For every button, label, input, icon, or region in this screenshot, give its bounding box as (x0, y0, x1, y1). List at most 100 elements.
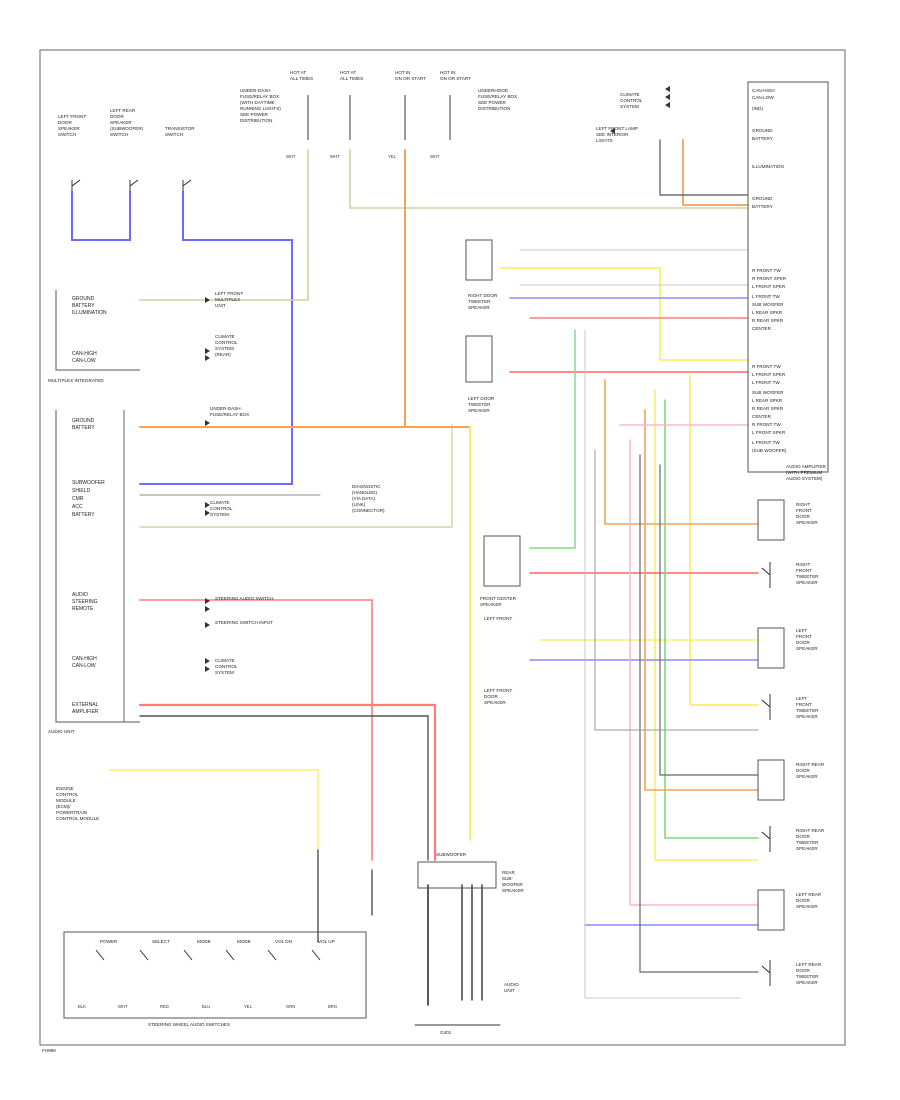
svg-text:BLU: BLU (202, 1004, 210, 1009)
wire-dark-left-rear (594, 449, 759, 731)
svg-text:DOOR: DOOR (796, 514, 810, 519)
svg-text:TWEETER: TWEETER (796, 574, 819, 579)
svg-text:SPEAKER: SPEAKER (796, 714, 818, 719)
svg-text:EXTERNAL: EXTERNAL (72, 702, 99, 708)
svg-text:LEFT: LEFT (796, 628, 807, 633)
svg-text:HOT AT: HOT AT (290, 70, 306, 75)
svg-text:HOT AT: HOT AT (340, 70, 356, 75)
steering-switch-block (63, 931, 367, 1019)
svg-text:WOOFER: WOOFER (502, 882, 523, 887)
svg-text:AUDIO: AUDIO (504, 982, 519, 987)
svg-text:SWITCH: SWITCH (58, 132, 76, 137)
left-door-speaker (465, 335, 493, 383)
svg-text:L REAR SPKR: L REAR SPKR (752, 398, 783, 403)
tweeter-symbol-rr (761, 826, 771, 852)
svg-text:L FRONT SPKR: L FRONT SPKR (752, 372, 786, 377)
svg-text:CLIMATE: CLIMATE (215, 658, 235, 663)
wire-yellow-rl (689, 374, 759, 706)
wire-yellow-top-right (499, 267, 749, 361)
svg-text:STEERING SWITCH INPUT: STEERING SWITCH INPUT (215, 620, 273, 625)
svg-text:RIGHT DOOR: RIGHT DOOR (468, 293, 498, 298)
right-speakers: RIGHT FRONT DOOR SPEAKER RIGHT FRONT TWE… (757, 499, 825, 986)
svg-text:CAN-LOW: CAN-LOW (72, 358, 96, 364)
svg-text:CONTROL: CONTROL (215, 340, 238, 345)
multiplex-unit: GROUND BATTERY ILLUMINATION CAN-HIGH CAN… (48, 290, 243, 383)
wire-dark-main-audio (139, 715, 429, 861)
svg-text:L FRONT TW: L FRONT TW (752, 440, 780, 445)
svg-text:STEERING: STEERING (72, 599, 98, 605)
svg-text:CONTROL: CONTROL (56, 792, 79, 797)
svg-text:POWERTRAIN: POWERTRAIN (56, 810, 87, 815)
svg-text:MULTIPLEX: MULTIPLEX (215, 297, 240, 302)
svg-text:CENTER: CENTER (752, 326, 772, 331)
svg-text:SPEAKER: SPEAKER (796, 520, 818, 525)
svg-text:LEFT FRONT LAMP: LEFT FRONT LAMP (596, 126, 638, 131)
svg-text:DOOR: DOOR (796, 834, 810, 839)
wire-gray-frame-right (584, 329, 741, 999)
svg-text:YEL: YEL (244, 1004, 253, 1009)
svg-text:GROUND: GROUND (72, 296, 95, 302)
svg-text:BRN: BRN (328, 1004, 337, 1009)
wire-dark-rr (659, 464, 759, 776)
svg-text:STEERING AUDIO SWITCH: STEERING AUDIO SWITCH (215, 596, 273, 601)
wire-green-rr (664, 399, 759, 839)
svg-text:AUDIO AMPLIFIER: AUDIO AMPLIFIER (786, 464, 827, 469)
svg-text:TWEETER: TWEETER (796, 708, 819, 713)
svg-text:SUBWOOFER: SUBWOOFER (72, 480, 105, 486)
svg-text:CLIMATE: CLIMATE (215, 334, 235, 339)
svg-text:FUSE/RELAY BOX: FUSE/RELAY BOX (240, 94, 279, 99)
svg-text:FRONT: FRONT (796, 508, 812, 513)
svg-text:(LINK): (LINK) (352, 502, 366, 507)
svg-text:FRONT CENTER: FRONT CENTER (480, 596, 517, 601)
svg-text:CAN-LOW: CAN-LOW (752, 95, 774, 100)
svg-text:GROUND: GROUND (72, 418, 95, 424)
svg-text:BATTERY: BATTERY (752, 136, 773, 141)
subwoofer-label: SUBWOOFER (436, 852, 467, 857)
svg-text:(WITH DAYTIME: (WITH DAYTIME (240, 100, 275, 105)
svg-text:L FRONT SPKR: L FRONT SPKR (752, 284, 786, 289)
svg-text:SPEAKER: SPEAKER (796, 580, 818, 585)
svg-text:SUB WOOFER: SUB WOOFER (752, 302, 784, 307)
wire-tan-top-bus (349, 149, 749, 209)
svg-text:R FRONT TW: R FRONT TW (752, 422, 781, 427)
wire-orange-rr (644, 409, 759, 791)
wire-orange-battery (139, 149, 406, 428)
svg-text:(HANDLED): (HANDLED) (352, 490, 377, 495)
svg-text:RIGHT REAR: RIGHT REAR (796, 762, 825, 767)
svg-text:CONTROL MODULE: CONTROL MODULE (56, 816, 99, 821)
svg-text:WHT: WHT (330, 154, 340, 159)
svg-text:UNDER-DASH: UNDER-DASH (210, 406, 241, 411)
svg-text:SUB-: SUB- (502, 876, 513, 881)
svg-text:CONTROL: CONTROL (620, 98, 643, 103)
svg-text:MODE: MODE (237, 939, 251, 944)
svg-text:CONTROL: CONTROL (210, 506, 233, 511)
svg-text:LEFT FRONT: LEFT FRONT (58, 114, 86, 119)
svg-text:UNIT: UNIT (215, 303, 226, 308)
svg-text:CAN-HIGH: CAN-HIGH (72, 656, 97, 662)
svg-text:SPEAKER: SPEAKER (796, 980, 818, 985)
svg-text:FUSE/RELAY BOX: FUSE/RELAY BOX (210, 412, 249, 417)
svg-text:SPEAKER: SPEAKER (110, 120, 132, 125)
svg-text:RIGHT REAR: RIGHT REAR (796, 828, 825, 833)
wire-orange-right (682, 139, 749, 206)
svg-text:VOL DN: VOL DN (275, 939, 292, 944)
svg-text:(CONNECTOR): (CONNECTOR) (352, 508, 385, 513)
wire-tan-ignition (139, 149, 309, 301)
svg-text:SYSTEM: SYSTEM (620, 104, 639, 109)
svg-text:SPEAKER: SPEAKER (796, 774, 818, 779)
svg-text:R REAR SPKR: R REAR SPKR (752, 406, 784, 411)
svg-text:SEE INTERIOR: SEE INTERIOR (596, 132, 629, 137)
svg-text:DOOR: DOOR (796, 898, 810, 903)
svg-text:L FRONT TW: L FRONT TW (752, 294, 780, 299)
footer-code: FH996 (42, 1048, 56, 1053)
svg-text:CONTROL: CONTROL (215, 664, 238, 669)
svg-text:DOOR: DOOR (110, 114, 124, 119)
svg-text:SYSTEM: SYSTEM (210, 512, 229, 517)
svg-text:(VIA DATA): (VIA DATA) (352, 496, 376, 501)
svg-text:AMPLIFIER: AMPLIFIER (72, 709, 99, 715)
svg-text:ALL TIMES: ALL TIMES (340, 76, 363, 81)
svg-text:LIGHTS: LIGHTS (596, 138, 613, 143)
svg-text:LEFT: LEFT (796, 696, 807, 701)
svg-text:DOOR: DOOR (796, 768, 810, 773)
